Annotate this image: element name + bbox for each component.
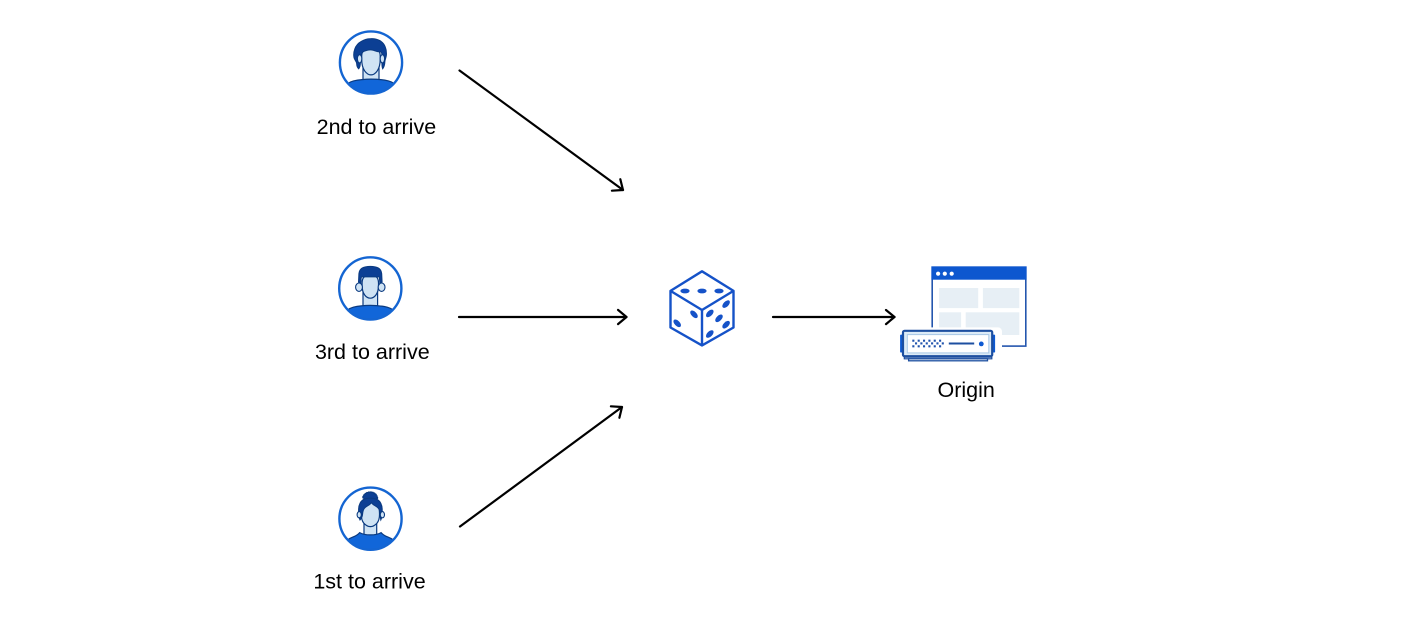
svg-text:Origin: Origin bbox=[938, 378, 995, 402]
svg-text:1st to arrive: 1st to arrive bbox=[313, 570, 425, 594]
svg-text:2nd to arrive: 2nd to arrive bbox=[317, 115, 437, 139]
svg-text:3rd to arrive: 3rd to arrive bbox=[315, 340, 430, 364]
